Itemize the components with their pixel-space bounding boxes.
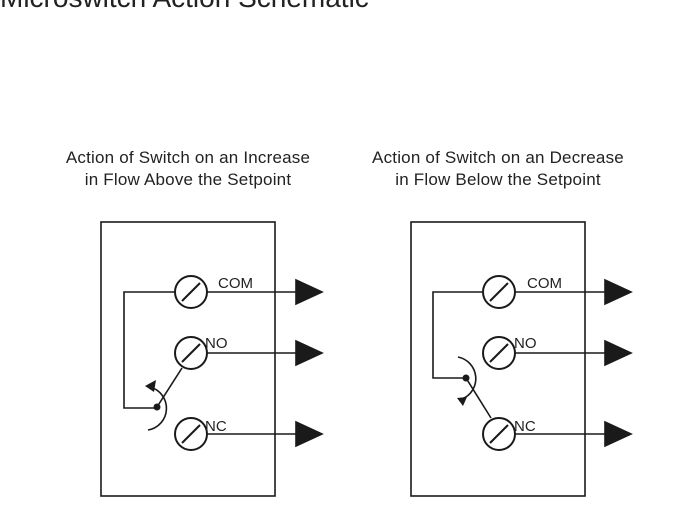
right-no-label: NO: [514, 335, 537, 352]
left-nc-label: NC: [205, 418, 227, 435]
right-common-wire: [432, 291, 483, 379]
left-nc-terminal: [174, 417, 208, 451]
right-nc-label: NC: [514, 418, 536, 435]
right-switch-arm: [465, 377, 492, 419]
page-title: Microswitch Action Schematic: [0, 0, 369, 14]
right-caption-line-2: in Flow Below the Setpoint: [395, 170, 601, 189]
right-switch-housing: [410, 221, 586, 497]
right-nc-terminal: [482, 417, 516, 451]
left-motion-arrowhead: [145, 380, 156, 392]
left-caption-line-1: Action of Switch on an Increase: [65, 148, 311, 167]
right-com-terminal: [482, 275, 516, 309]
left-caption-line-2: in Flow Above the Setpoint: [84, 170, 292, 189]
right-motion-arrowhead: [457, 397, 467, 406]
right-switch-panel: COM NO NC: [410, 221, 633, 497]
left-switch-panel: COM NO NC: [100, 221, 324, 497]
right-no-terminal: [482, 336, 516, 370]
left-panel-caption: Action of Switch on an Increase in Flow …: [18, 147, 358, 191]
right-output-leads: [515, 278, 633, 448]
left-no-label: NO: [205, 335, 228, 352]
left-common-wire: [123, 291, 175, 409]
right-panel-caption: Action of Switch on an Decrease in Flow …: [328, 147, 668, 191]
right-motion-arc: [457, 356, 477, 400]
right-pivot-dot: [462, 374, 470, 382]
left-output-leads: [207, 278, 324, 448]
left-motion-arc: [147, 386, 168, 431]
left-no-terminal: [174, 336, 208, 370]
right-caption-line-1: Action of Switch on an Decrease: [372, 148, 624, 167]
right-com-label: COM: [527, 275, 562, 292]
left-switch-arm: [156, 367, 183, 408]
left-com-label: COM: [218, 275, 253, 292]
left-com-terminal: [174, 275, 208, 309]
left-switch-housing: [100, 221, 276, 497]
left-pivot-dot: [153, 403, 161, 411]
